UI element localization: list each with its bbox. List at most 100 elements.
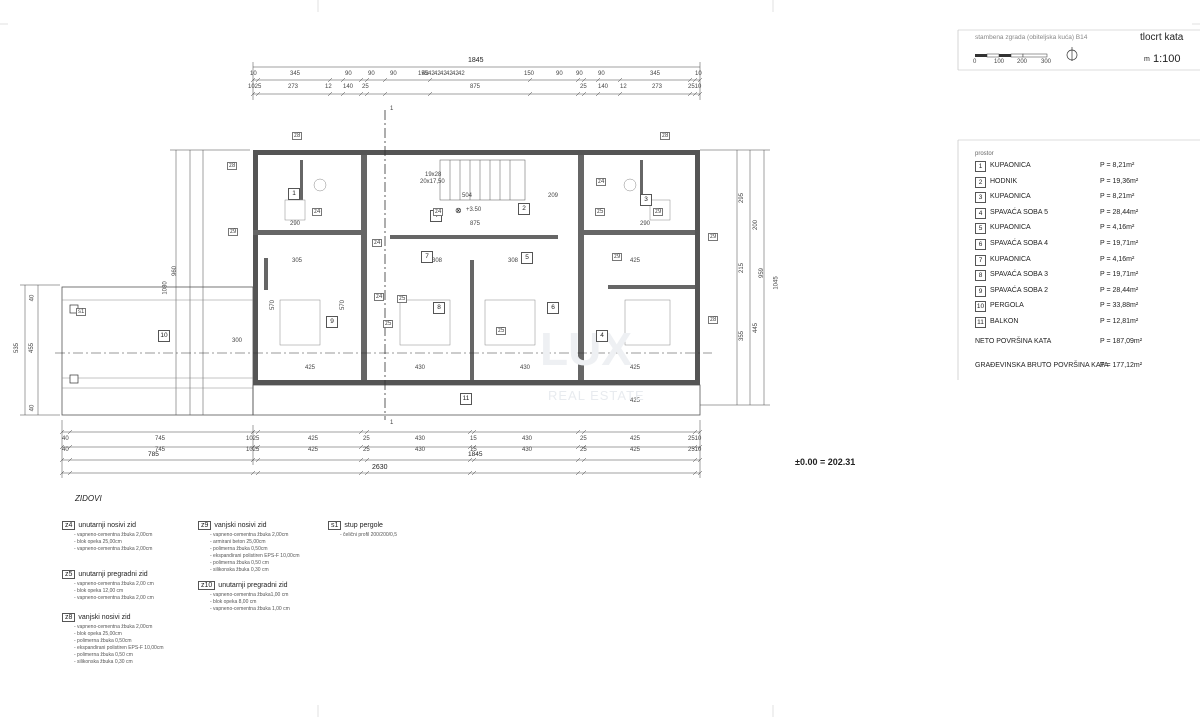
dimension-tick [697,457,703,463]
wall-layers: - vapneno-cementna žbuka 2,00cm- blok op… [74,532,152,553]
wall-tag: z4 [312,208,323,216]
level-mark: +3.50 [466,207,482,213]
dimension-label: 90 [368,71,375,77]
inner-dim-430-a: 430 [415,365,426,371]
legend-room-number: 6 [975,239,986,250]
dimension-tick [250,91,256,97]
dimension-label: 25 [580,84,587,90]
dimension-label: 42 [434,71,441,77]
wall-layer: - vapneno-cementna žbuka 2,00cm [74,532,153,538]
wall-layer: - silikonska žbuka 0,30 cm [210,567,269,573]
dimension-label: 745 [155,447,166,453]
inner-dim-425-b: 425 [630,258,641,264]
section-mark-top: 1 [390,106,394,112]
stair-step-size: 19x28 [425,172,442,178]
dimension-tick [340,91,346,97]
neto-area-row: NETO POVRŠINA KATA P = 187,09m² [975,337,1185,351]
legend-room-area: P = 19,36m² [1100,177,1139,185]
dimension-tick [467,470,473,476]
wall-tag: z8 [227,162,238,170]
inner-dim-308-right: 308 [508,258,519,264]
dimension-tick [575,77,581,83]
dimension-label: 425 [308,447,319,453]
dimension-label: 430 [522,436,533,442]
legend-room-number: 4 [975,207,986,219]
room-tag: 1 [288,188,300,200]
bruto-area-label: GRAĐEVINSKA BRUTO POVRŠINA KATA [975,362,1109,369]
left-dim-40-top: 40 [29,294,36,302]
wall-tag: z9 [612,253,623,261]
wall-layer: - ekspandirani polistiren EPS-F 10,00cm [210,553,300,559]
wall-layer: - armirani beton 25,00cm [210,539,266,545]
wall-tag: z8 [708,316,719,324]
bottom-dim-1845: 1845 [468,451,483,458]
wall-code: z5 [62,570,76,579]
dimension-tick [255,77,261,83]
legend-room-name: SPAVAĆA SOBA 5 [990,208,1048,216]
dimension-tick [697,429,703,435]
dimension-tick [250,444,256,450]
dimension-tick [59,470,65,476]
pergola-dim-300: 300 [232,338,243,344]
room-tag: 4 [596,330,608,342]
legend-room-number: 5 [975,223,986,235]
wall-tag: z5 [595,208,606,216]
outer-walls [252,150,701,416]
legend-room-name: SPAVAĆA SOBA 3 [990,271,1048,279]
dimension-tick [67,444,73,450]
watermark-logo: LUX [540,323,632,375]
wall-layer: - vapneno-cementna žbuka1,00 cm [210,592,289,598]
top-total-dimension: 1845 [468,57,484,64]
dimension-label: 25 [363,447,370,453]
dimension-tick [250,457,256,463]
neto-area-label: NETO POVRŠINA KATA [975,338,1052,345]
dimension-tick [67,457,73,463]
dimension-tick [340,77,346,83]
legend-room-number: 11 [975,317,986,328]
dimension-tick [595,91,601,97]
wall-layer: - polimerna žbuka 0,50cm [74,638,132,644]
drawing-scale: 1:100 [1153,53,1181,65]
wall-title: unutarnji pregradni zid [78,571,148,578]
dimension-tick [427,91,433,97]
right-dim-355: 355 [739,330,746,342]
dimension-label: 430 [415,447,426,453]
dimension-tick [250,429,256,435]
dimension-tick [382,77,388,83]
wall-layers: - vapneno-cementna žbuka 2,00cm- armiran… [210,532,300,574]
dimension-label: 25 [580,447,587,453]
inner-dim-504: 504 [462,193,473,199]
building-label: stambena zgrada (obiteljska kuća) B14 [975,34,1088,41]
wall-layer: - polimerna žbuka 0,50 cm [74,652,133,658]
dimension-label: 42 [422,71,429,77]
legend-room-area: P = 8,21m² [1100,193,1135,201]
legend-room-number: 3 [975,192,986,204]
inner-dim-425-d: 425 [630,398,641,404]
legend-heading: prostor [975,151,994,157]
dimension-tick [575,457,581,463]
wall-layer: - polimerna žbuka 0,50 cm [210,560,269,566]
inner-dim-305: 305 [292,258,303,264]
dimension-tick [471,457,477,463]
inner-dim-875: 875 [470,221,481,227]
legend-room-name: HODNIK [990,177,1018,185]
dimension-label: 12 [325,84,332,90]
wall-title: unutarnji pregradni zid [218,582,288,589]
wall-tag: z5 [397,295,408,303]
dimension-tick [697,470,703,476]
dimension-label: 425 [308,436,319,442]
dimension-label: 273 [652,84,663,90]
dimension-label: 10 [695,71,702,77]
room-tag: 2 [518,203,530,215]
dimension-tick [358,91,364,97]
wall-code: z9 [198,521,212,530]
legend-room-number: 2 [975,176,986,188]
legend-room-number: 9 [975,285,986,297]
